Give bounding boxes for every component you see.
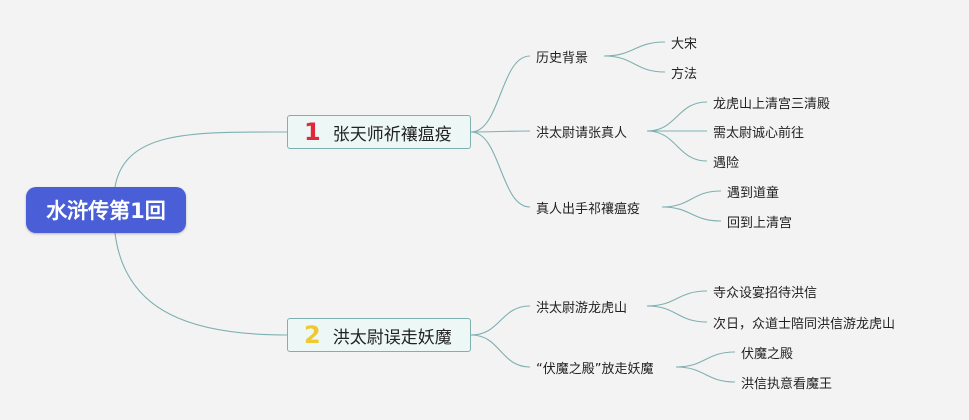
subtopic-1-3[interactable]: 真人出手祁禳瘟疫	[536, 202, 641, 217]
connector-sub11-leaf2	[603, 55, 666, 73]
connector-root-topic-1	[114, 131, 288, 188]
root-topic-label: 水浒传第1回	[46, 199, 166, 223]
connector-sub12-leaf3	[646, 130, 708, 162]
leaf-1-3-1[interactable]: 遇到道童	[727, 186, 780, 201]
subtopic-2-1[interactable]: 洪太尉游龙虎山	[536, 301, 628, 316]
connector-sub22-leaf1	[675, 351, 736, 368]
main-topic-2[interactable]: 2 洪太尉误走妖魔	[287, 318, 471, 352]
connector-root-topic-2	[114, 232, 288, 336]
subtopic-1-1[interactable]: 历史背景	[536, 51, 589, 66]
leaf-1-1-1[interactable]: 大宋	[671, 37, 698, 52]
main-topic-1[interactable]: 1 张天师祈禳瘟疫	[287, 115, 471, 149]
leaf-2-2-2[interactable]: 洪信执意看魔王	[741, 377, 833, 392]
main-topic-label: 洪太尉误走妖魔	[332, 327, 452, 348]
main-topic-label: 张天师祈禳瘟疫	[332, 124, 452, 145]
subtopic-2-2[interactable]: “伏魔之殿”放走妖魔	[536, 362, 654, 377]
root-topic[interactable]: 水浒传第1回	[26, 187, 186, 233]
connector-topic2-sub2	[470, 334, 531, 368]
leaf-1-3-2[interactable]: 回到上清宫	[727, 216, 793, 231]
connector-sub22-leaf2	[675, 366, 736, 383]
leaf-1-1-2[interactable]: 方法	[671, 67, 698, 82]
leaf-2-1-1[interactable]: 寺众设宴招待洪信	[713, 286, 818, 301]
connector-topic1-sub3	[470, 131, 531, 208]
topic-number-badge: 1	[304, 118, 321, 146]
connector-sub12-leaf1	[646, 101, 708, 132]
connector-topic1-sub2	[470, 130, 531, 133]
leaf-1-2-3[interactable]: 遇险	[713, 156, 740, 171]
leaf-2-1-2[interactable]: 次日，众道士陪同洪信游龙虎山	[713, 317, 896, 332]
leaf-1-2-1[interactable]: 龙虎山上清宫三清殿	[713, 97, 831, 112]
topic-number-badge: 2	[304, 321, 321, 349]
leaf-1-2-2[interactable]: 需太尉诚心前往	[713, 126, 805, 141]
connector-topic1-sub1	[470, 55, 531, 133]
connector-sub21-leaf2	[646, 305, 708, 323]
connector-sub13-leaf2	[661, 206, 722, 222]
leaf-2-2-1[interactable]: 伏魔之殿	[741, 347, 794, 362]
connector-sub11-leaf1	[603, 41, 666, 57]
connector-sub13-leaf1	[661, 190, 722, 208]
subtopic-1-2[interactable]: 洪太尉请张真人	[536, 126, 628, 141]
connector-sub21-leaf1	[646, 290, 708, 307]
connector-topic2-sub1	[470, 305, 531, 336]
